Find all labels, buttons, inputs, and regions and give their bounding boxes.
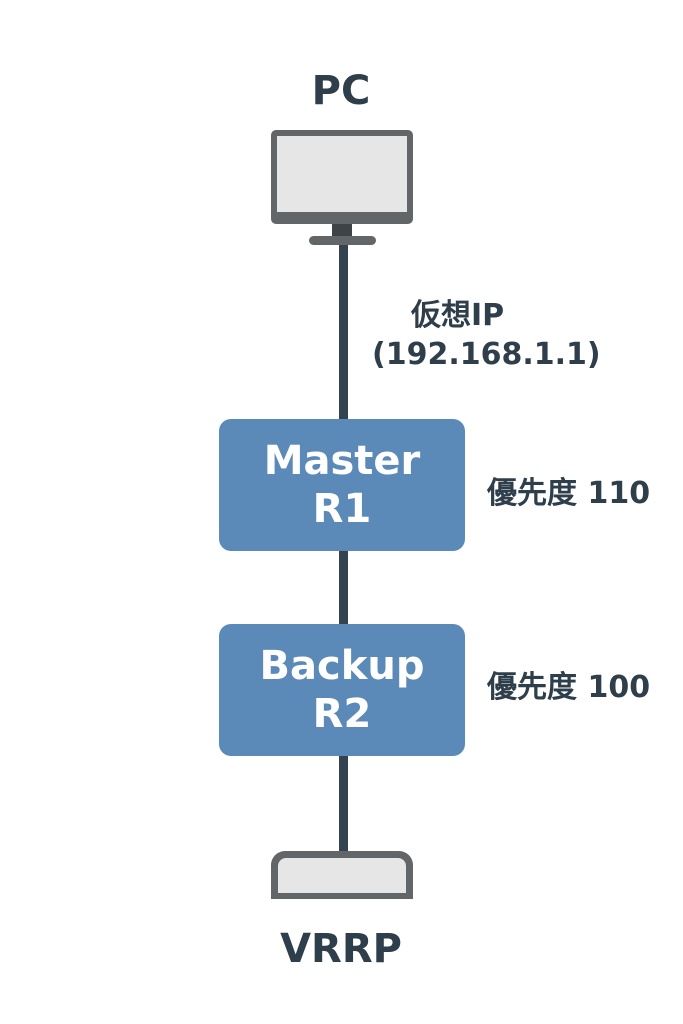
pc-title: PC [311, 68, 371, 114]
link-pc-r1 [339, 245, 348, 420]
virtual-ip-address: (192.168.1.1) [372, 337, 601, 372]
switch-icon [271, 851, 413, 899]
pc-stand-base [309, 236, 376, 245]
pc-stand-neck [332, 224, 352, 236]
pc-screen [277, 136, 407, 212]
switch-face [278, 858, 406, 893]
router-role: Master [263, 438, 421, 484]
link-r2-switch [339, 754, 348, 854]
virtual-ip-label: 仮想IP [411, 298, 505, 333]
priority-label-r1: 優先度 110 [487, 476, 651, 511]
priority-label-r2: 優先度 100 [487, 670, 651, 705]
vrrp-title: VRRP [280, 926, 402, 972]
router-master-r1: Master R1 [219, 419, 465, 551]
router-backup-r2: Backup R2 [219, 624, 465, 756]
router-name: R2 [312, 691, 372, 737]
pc-monitor-icon [271, 130, 413, 224]
router-role: Backup [259, 643, 425, 689]
link-r1-r2 [339, 550, 348, 626]
router-name: R1 [312, 486, 372, 532]
